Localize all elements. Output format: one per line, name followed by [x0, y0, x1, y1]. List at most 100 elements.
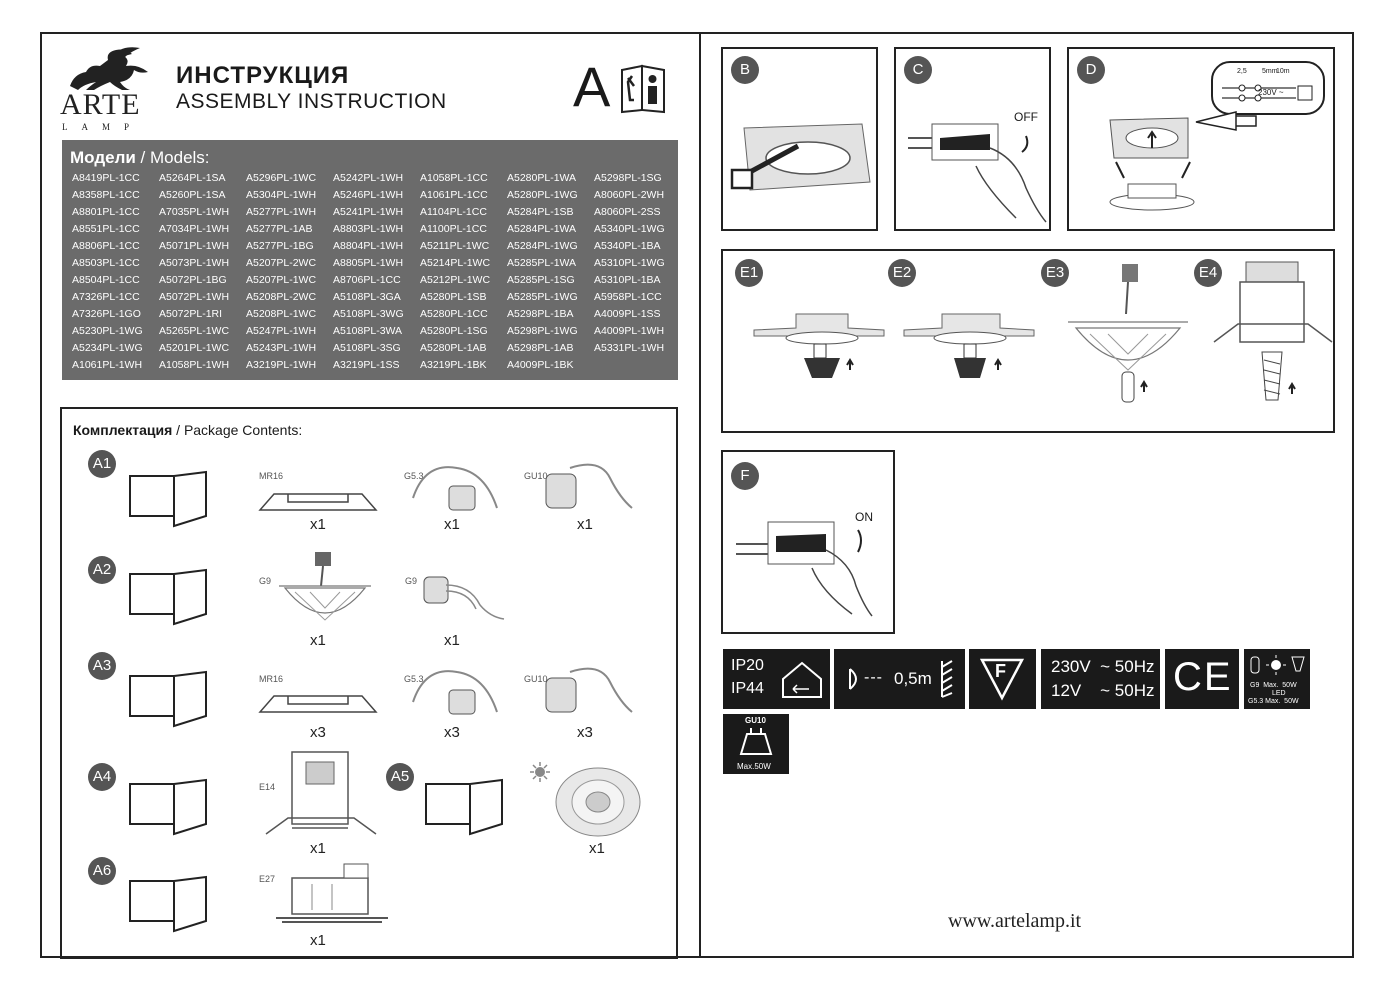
page-divider	[699, 32, 701, 958]
model-code: A8803PL-1WH	[333, 223, 404, 235]
g9-socket-icon	[423, 576, 505, 620]
model-code: A8806PL-1CC	[72, 240, 140, 252]
model-code: A8805PL-1WH	[333, 257, 404, 269]
model-code: A8503PL-1CC	[72, 257, 140, 269]
item-label: G5.3	[404, 471, 424, 481]
item-qty: x1	[577, 516, 593, 533]
model-code: A5108PL-3SG	[333, 342, 401, 354]
model-code: A8804PL-1WH	[333, 240, 404, 252]
model-code: A5277PL-1WH	[246, 206, 317, 218]
e14-downlight-icon	[265, 751, 377, 835]
item-qty: x1	[589, 840, 605, 857]
row-badge-a3: A3	[88, 652, 116, 680]
model-code: A5340PL-1BA	[594, 240, 661, 252]
step-badge-e4: E4	[1194, 259, 1222, 287]
model-code: A5280PL-1SG	[420, 325, 488, 337]
model-code: A3219PL-1WH	[246, 359, 317, 371]
model-code: A5280PL-1WA	[507, 172, 577, 184]
wiring-value: 2,5	[1237, 68, 1247, 75]
website-url[interactable]: www.artelamp.it	[948, 910, 1082, 932]
info-book-icon	[621, 64, 665, 114]
model-code: A3219PL-1SS	[333, 359, 400, 371]
model-code: A1058PL-1WH	[159, 359, 230, 371]
package-title: Комплектация / Package Contents:	[73, 422, 303, 438]
model-code: A5285PL-1WG	[507, 291, 578, 303]
surface-hatch-icon	[941, 660, 953, 698]
step-badge-b: B	[731, 56, 759, 84]
model-code: A1058PL-1CC	[420, 172, 488, 184]
mr16-install-illustration	[753, 313, 885, 378]
item-label: GU10	[524, 674, 548, 684]
on-label: ON	[855, 510, 873, 524]
model-code: A7035PL-1WH	[159, 206, 230, 218]
model-code: A5211PL-1WC	[420, 240, 490, 252]
model-code: A5242PL-1WH	[333, 172, 404, 184]
brand-sub: LAMP	[62, 122, 144, 132]
lamp-max-badge: G9 Max. 50W LED G5.3 Max. 50W	[1244, 649, 1310, 709]
model-code: A5340PL-1WG	[594, 223, 665, 235]
item-qty: x1	[310, 840, 326, 857]
g53-socket-icon	[412, 466, 498, 511]
model-code: A5108PL-3GA	[333, 291, 401, 303]
box-icon	[129, 470, 207, 528]
cut-ceiling-illustration	[730, 123, 871, 191]
item-label: E14	[259, 782, 276, 792]
step-badge-d: D	[1077, 56, 1105, 84]
model-code: A1104PL-1CC	[420, 206, 487, 218]
off-label: OFF	[1014, 110, 1038, 124]
item-qty: x1	[310, 932, 326, 949]
model-code: A5304PL-1WH	[246, 189, 317, 201]
item-label: G5.3	[404, 674, 424, 684]
model-code: A5214PL-1WC	[420, 257, 491, 269]
item-qty: x1	[444, 632, 460, 649]
switch-on-illustration	[736, 521, 873, 617]
model-code: A4009PL-1BK	[507, 359, 574, 371]
model-code: A5207PL-1WC	[246, 274, 317, 286]
item-qty: x1	[444, 516, 460, 533]
indoor-house-icon	[782, 661, 822, 698]
model-code: A5241PL-1WH	[333, 206, 404, 218]
box-icon	[129, 568, 207, 626]
model-code: A5072PL-1RI	[159, 308, 223, 320]
g9-install-illustration	[1068, 264, 1188, 403]
model-code: A5280PL-1WG	[507, 189, 578, 201]
model-code: A8419PL-1CC	[72, 172, 140, 184]
model-code: A5277PL-1AB	[246, 223, 313, 235]
doc-letter: A	[573, 55, 611, 118]
model-code: A5207PL-2WC	[246, 257, 317, 269]
model-code: A7034PL-1WH	[159, 223, 230, 235]
distance-badge: --- 0,5m	[834, 649, 965, 709]
row-badge-a1: A1	[88, 450, 116, 478]
model-code: A8504PL-1CC	[72, 274, 140, 286]
item-label: G9	[259, 576, 272, 586]
brand-name: ARTE	[60, 88, 141, 121]
step-badge-c: C	[904, 56, 932, 84]
model-code: A5072PL-1BG	[159, 274, 227, 286]
box-icon	[129, 875, 207, 933]
model-code: A5284PL-1SB	[507, 206, 574, 218]
model-code: A5108PL-3WA	[333, 325, 403, 337]
model-code: A5201PL-1WC	[159, 342, 230, 354]
wiring-value: 10m	[1276, 68, 1290, 75]
box-icon	[129, 778, 207, 836]
model-code: A7326PL-1CC	[72, 291, 140, 303]
model-code: A5285PL-1SG	[507, 274, 575, 286]
model-code: A5296PL-1WC	[246, 172, 317, 184]
model-code: A1061PL-1WH	[72, 359, 143, 371]
model-code: A5208PL-2WC	[246, 291, 317, 303]
ce-mark-badge: CE	[1165, 649, 1239, 709]
model-code: A5958PL-1CC	[594, 291, 662, 303]
wiring-value: 5mm	[1262, 68, 1278, 75]
item-label: E27	[259, 874, 276, 884]
row-badge-a6: A6	[88, 857, 116, 885]
page-frame	[40, 32, 1354, 958]
item-qty: x1	[310, 632, 326, 649]
model-code: A5310PL-1WG	[594, 257, 665, 269]
row-badge-a4: A4	[88, 763, 116, 791]
wiring-value: 230V ~	[1258, 88, 1284, 97]
item-qty: x3	[444, 724, 460, 741]
model-code: A8706PL-1CC	[333, 274, 401, 286]
model-code: A5208PL-1WC	[246, 308, 317, 320]
model-code: A5071PL-1WH	[159, 240, 230, 252]
